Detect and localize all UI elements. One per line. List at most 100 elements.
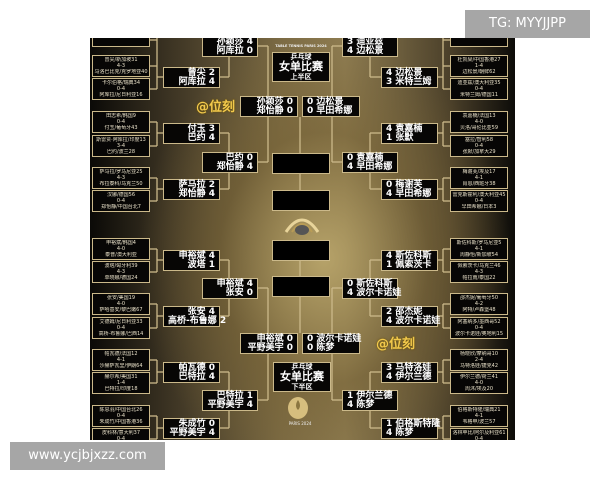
player-score: 3 [208, 124, 215, 134]
outer-bottom-player: 泰普/澳大利亚 [105, 252, 137, 259]
player-name: 申裕斌 [216, 279, 244, 289]
player-name: 平野美宇 [169, 428, 206, 438]
outer-score: 1-4 [474, 62, 484, 69]
outer-bottom-player: 波尔卡诺娃/奥地利15 [454, 331, 504, 338]
watermark-bottom-right: @位刻 [376, 337, 416, 352]
outer-top-player: 袁嘉楠/法国13 [462, 112, 496, 119]
match-player-row: 平野美宇 4 [207, 401, 253, 410]
outer-score: 4-1 [116, 356, 126, 363]
player-name: 边松景 [356, 46, 384, 56]
match-player-row: 波塔 1 [168, 261, 215, 270]
outer-bottom-player: 韦格申/波兰57 [462, 419, 496, 426]
player-name: 巴特拉 [216, 391, 244, 401]
outer-score: 0-4 [474, 85, 484, 92]
player-score: 1 [208, 260, 215, 270]
outer-top-player: 卡尔伯格/瑞典34 [101, 79, 141, 86]
outer-bottom-player: 帕拉南/泰国22 [462, 275, 496, 282]
player-score: 0 [347, 279, 354, 289]
outer-score: 4-0 [474, 379, 484, 386]
outer-top-player: 迪亚兹/澳大利亚35 [457, 79, 501, 86]
outer-bottom-player: 高桥·布鲁娜/巴西14 [98, 331, 144, 338]
player-score: 2 [219, 316, 227, 326]
outer-score: 0-4 [474, 324, 484, 331]
outer-top-player: 张安/美国19 [106, 294, 136, 301]
outer-top-player: 波塔/匈牙利39 [104, 262, 138, 269]
match-player-row: 4 波尔卡诺娃 [347, 289, 401, 298]
bottom-title-event: 女单比赛 [280, 370, 324, 383]
player-name: 波塔 [187, 260, 206, 270]
player-name: 梅谢芙 [395, 180, 423, 190]
outer-bottom-player: 郑怡静/中国台北7 [101, 204, 141, 211]
outer-top-player: 梅谢芙/埃及17 [462, 168, 496, 175]
player-name: 早田希娜 [356, 162, 393, 172]
outer-top-player: 田志希/韩国9 [106, 112, 136, 119]
player-name: 申裕斌 [256, 334, 284, 344]
top-title-event: 女单比赛 [279, 60, 323, 73]
player-score: 2 [208, 68, 215, 78]
match-player-row: 巴约 0 [207, 154, 253, 163]
match-player-row: 1 伊尔兰德 [347, 392, 393, 401]
outer-score: 4-1 [474, 245, 484, 252]
outer-score: 0-4 [116, 85, 126, 92]
player-score: 4 [386, 428, 393, 438]
player-score: 0 [246, 288, 253, 298]
outer-match-box-cut [450, 38, 508, 47]
outer-bottom-player: 周静怡/新加坡54 [459, 252, 499, 259]
outer-score: 0-4 [116, 412, 126, 419]
match-player-row: 朱成竹 0 [168, 420, 215, 429]
outer-top-player: 艾德姆/尼日利亚33 [99, 318, 143, 325]
outer-top-player: 塞拉/智利58 [464, 136, 494, 143]
player-score: 3 [386, 363, 393, 373]
player-name: 迪亚兹 [356, 38, 384, 47]
player-name: 朱成竹 [178, 419, 206, 429]
outer-top-player: 曾尖/新加坡31 [104, 56, 138, 63]
match-player-row: 张安 4 [168, 308, 215, 317]
outer-score: 4-1 [474, 412, 484, 419]
player-name: 郑怡静 [178, 189, 206, 199]
match-player-row: 萨马拉 2 [168, 181, 215, 190]
player-name: 郑怡静 [256, 106, 284, 116]
bracket-connector-lines [150, 38, 450, 440]
match-player-row: 张安 0 [207, 289, 253, 298]
match-player-row: 申裕斌 4 [168, 252, 215, 261]
player-name: 佩索茨卡 [395, 260, 432, 270]
player-name: 郑怡静 [216, 162, 244, 172]
match-player-row: 巴特拉 1 [207, 392, 253, 401]
player-score: 2 [208, 180, 215, 190]
player-name: 袁嘉楠 [356, 153, 384, 163]
match-player-row: 0 陈梦 [307, 344, 355, 353]
outer-bottom-player: 边松景/朝鲜62 [462, 69, 496, 76]
player-name: 孙颖莎 [216, 38, 244, 47]
outer-score: 4-3 [116, 62, 126, 69]
player-name: 巴特拉 [178, 372, 206, 382]
top-title-tiny: TABLE TENNIS PARIS 2024 [275, 44, 327, 48]
player-name: 波尔卡诺娃 [356, 288, 402, 298]
paris-2024-logo-icon [288, 397, 308, 419]
player-score: 4 [386, 251, 393, 261]
outer-top-player: 邵杰妮/葡萄牙50 [459, 294, 499, 301]
player-score: 4 [386, 189, 393, 199]
player-score: 0 [307, 97, 314, 107]
match-player-row: 4 袁嘉楠 [386, 125, 433, 134]
player-score: 4 [246, 162, 253, 172]
match-player-row: 4 斯佐科斯 [386, 252, 433, 261]
player-name: 邵杰妮 [395, 307, 423, 317]
outer-score: 4-0 [116, 300, 126, 307]
player-name: 马特洛娃 [395, 363, 432, 373]
top-title-sport: 乒乓球 [290, 53, 312, 61]
outer-bottom-player: 朱成竹/中国香港36 [99, 419, 143, 426]
